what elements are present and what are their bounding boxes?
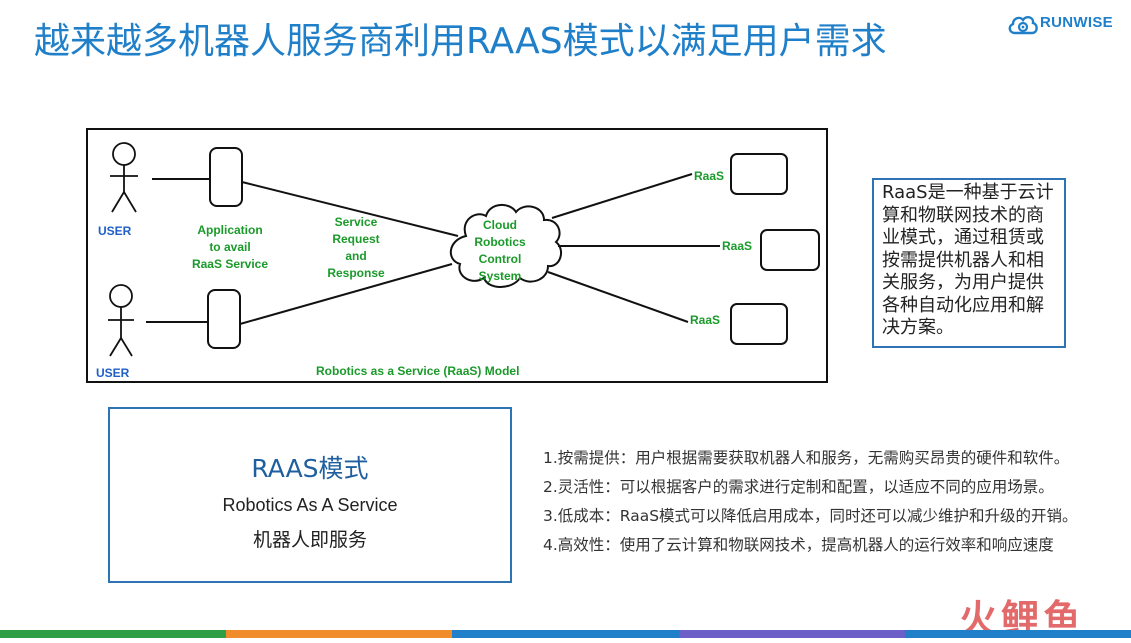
raas-label-3: RaaS <box>690 313 721 327</box>
card-title: RAAS模式 <box>251 454 369 483</box>
raas-diagram: USER USER Application to avail RaaS Serv… <box>86 128 828 383</box>
service-label: Service Request and Response <box>327 215 385 280</box>
raas-definition-note: RaaS是一种基于云计算和物联网技术的商业模式，通过租赁或按需提供机器人和相关服… <box>872 178 1066 348</box>
user-top-label: USER <box>98 224 132 238</box>
bar-segment <box>904 630 1131 638</box>
raas-robot-1 <box>730 153 788 195</box>
card-subtitle-cn: 机器人即服务 <box>252 529 367 551</box>
bar-segment <box>0 630 227 638</box>
list-item: 2.灵活性：可以根据客户的需求进行定制和配置，以适应不同的应用场景。 <box>543 478 1054 496</box>
benefit-list: 1.按需提供：用户根据需要获取机器人和服务，无需购买昂贵的硬件和软件。 2.灵活… <box>543 444 1123 560</box>
bottom-color-bar <box>0 630 1131 638</box>
watermark-logo: 火鲤鱼 <box>959 588 1119 641</box>
raas-robot-2 <box>760 229 820 271</box>
raas-summary-card: RAAS模式 Robotics As A Service 机器人即服务 <box>108 407 512 583</box>
list-item: 4.高效性：使用了云计算和物联网技术，提高机器人的运行效率和响应速度 <box>543 536 1054 554</box>
list-item: 1.按需提供：用户根据需要获取机器人和服务，无需购买昂贵的硬件和软件。 <box>543 449 1070 467</box>
user-bottom-label: USER <box>96 366 130 380</box>
cloud-gear-icon <box>1008 15 1038 35</box>
list-item: 3.低成本：RaaS模式可以降低启用成本，同时还可以减少维护和升级的开销。 <box>543 507 1078 525</box>
diagram-caption: Robotics as a Service (RaaS) Model <box>316 364 520 378</box>
card-subtitle: Robotics As A Service <box>222 495 398 515</box>
logo-text: RUNWISE <box>1040 14 1113 31</box>
app-device-top <box>209 147 243 207</box>
brand-logo: RUNWISE <box>1007 9 1117 39</box>
bar-segment <box>226 630 453 638</box>
bar-segment <box>678 630 905 638</box>
raas-robot-3 <box>730 303 788 345</box>
raas-label-1: RaaS <box>694 169 725 183</box>
user-bottom-figure <box>108 284 134 357</box>
user-top-figure <box>110 142 138 213</box>
page-title: 越来越多机器人服务商利用RAAS模式以满足用户需求 <box>34 21 887 62</box>
app-device-bottom <box>207 289 241 349</box>
cloud-label: Cloud Robotics Control System <box>474 218 526 283</box>
raas-label-2: RaaS <box>722 239 753 253</box>
cloud-shape <box>450 204 563 288</box>
app-label: Application to avail RaaS Service <box>191 223 269 271</box>
bar-segment <box>452 630 679 638</box>
